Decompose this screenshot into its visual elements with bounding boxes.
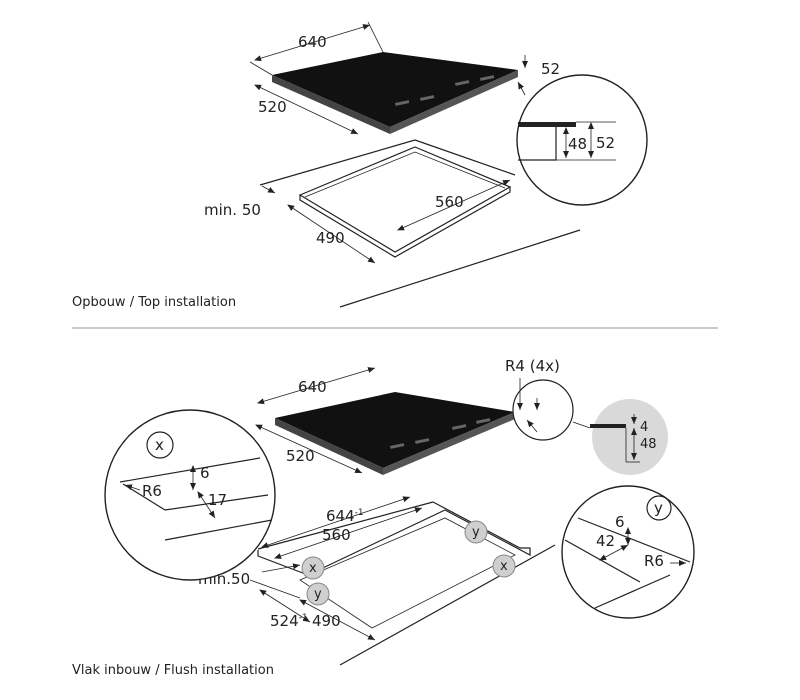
top-width-dimension: 640: [249, 21, 384, 76]
top-cutout-width-dimension: 560: [397, 179, 511, 231]
top-detail-inner-label: 48: [568, 135, 587, 153]
flush-markers: x y y x: [301, 520, 516, 606]
flush-cutout-width-dimension: 560: [274, 507, 423, 559]
top-hob: [272, 52, 518, 134]
x-detail-circle: x 6 17 R6: [104, 409, 276, 581]
y-detail-depth-label: 6: [615, 513, 625, 531]
flush-cutout-width-label: 560: [322, 526, 351, 544]
y-detail-circle: y 6 42 R6: [561, 485, 695, 619]
top-min-distance: min. 50: [204, 185, 276, 219]
flush-caption: Vlak inbouw / Flush installation: [72, 663, 274, 678]
top-height-dimension: 52: [517, 55, 560, 96]
top-detail-outer-label: 52: [596, 134, 615, 152]
flush-profile-detail: 4 48: [590, 399, 668, 475]
x-detail-label: x: [155, 436, 164, 454]
marker-y-right: y: [472, 525, 480, 540]
flush-detail-top-label: 4: [640, 420, 648, 435]
top-height-label: 52: [541, 60, 560, 78]
top-caption: Opbouw / Top installation: [72, 295, 236, 310]
flush-width-dimension: 640: [257, 367, 376, 405]
top-cutout-depth-dimension: 490: [287, 204, 376, 264]
flush-outer-depth-label: 524-1: [270, 612, 308, 630]
y-detail-width-label: 42: [596, 532, 615, 550]
top-width-label: 640: [298, 33, 327, 51]
flush-radius-callout: R4 (4x): [505, 357, 591, 441]
top-cutout-width-label: 560: [435, 193, 464, 211]
flush-cutout: [249, 501, 556, 666]
marker-x-left: x: [309, 561, 317, 576]
y-detail-label: y: [654, 499, 663, 517]
top-min-distance-label: min. 50: [204, 201, 261, 219]
x-detail-width-label: 17: [208, 491, 227, 509]
x-detail-depth-label: 6: [200, 464, 210, 482]
x-detail-radius-label: R6: [142, 482, 162, 500]
flush-width-label: 640: [298, 378, 327, 396]
flush-control-panel: [390, 418, 491, 449]
flush-installation: 640 520 52 R4 (4x): [72, 357, 695, 678]
flush-radius-note: R4 (4x): [505, 357, 560, 375]
flush-cutout-depth-label: 490: [312, 612, 341, 630]
top-depth-dimension: 520: [254, 84, 359, 135]
top-depth-label: 520: [258, 98, 287, 116]
flush-depth-label: 520: [286, 447, 315, 465]
flush-depth-dimension: 520: [255, 424, 363, 474]
marker-x-right: x: [500, 559, 508, 574]
top-control-panel: [395, 75, 495, 106]
top-cutout-depth-label: 490: [316, 229, 345, 247]
marker-y-left: y: [314, 587, 322, 602]
flush-detail-depth-label: 48: [640, 437, 657, 452]
top-cutout: [259, 139, 581, 308]
flush-depth-dimensions: 524-1 490: [259, 589, 376, 641]
top-detail-circle: 48 52: [516, 74, 648, 206]
y-detail-radius-label: R6: [644, 552, 664, 570]
top-installation: 640 520 52 min. 50: [72, 21, 648, 310]
